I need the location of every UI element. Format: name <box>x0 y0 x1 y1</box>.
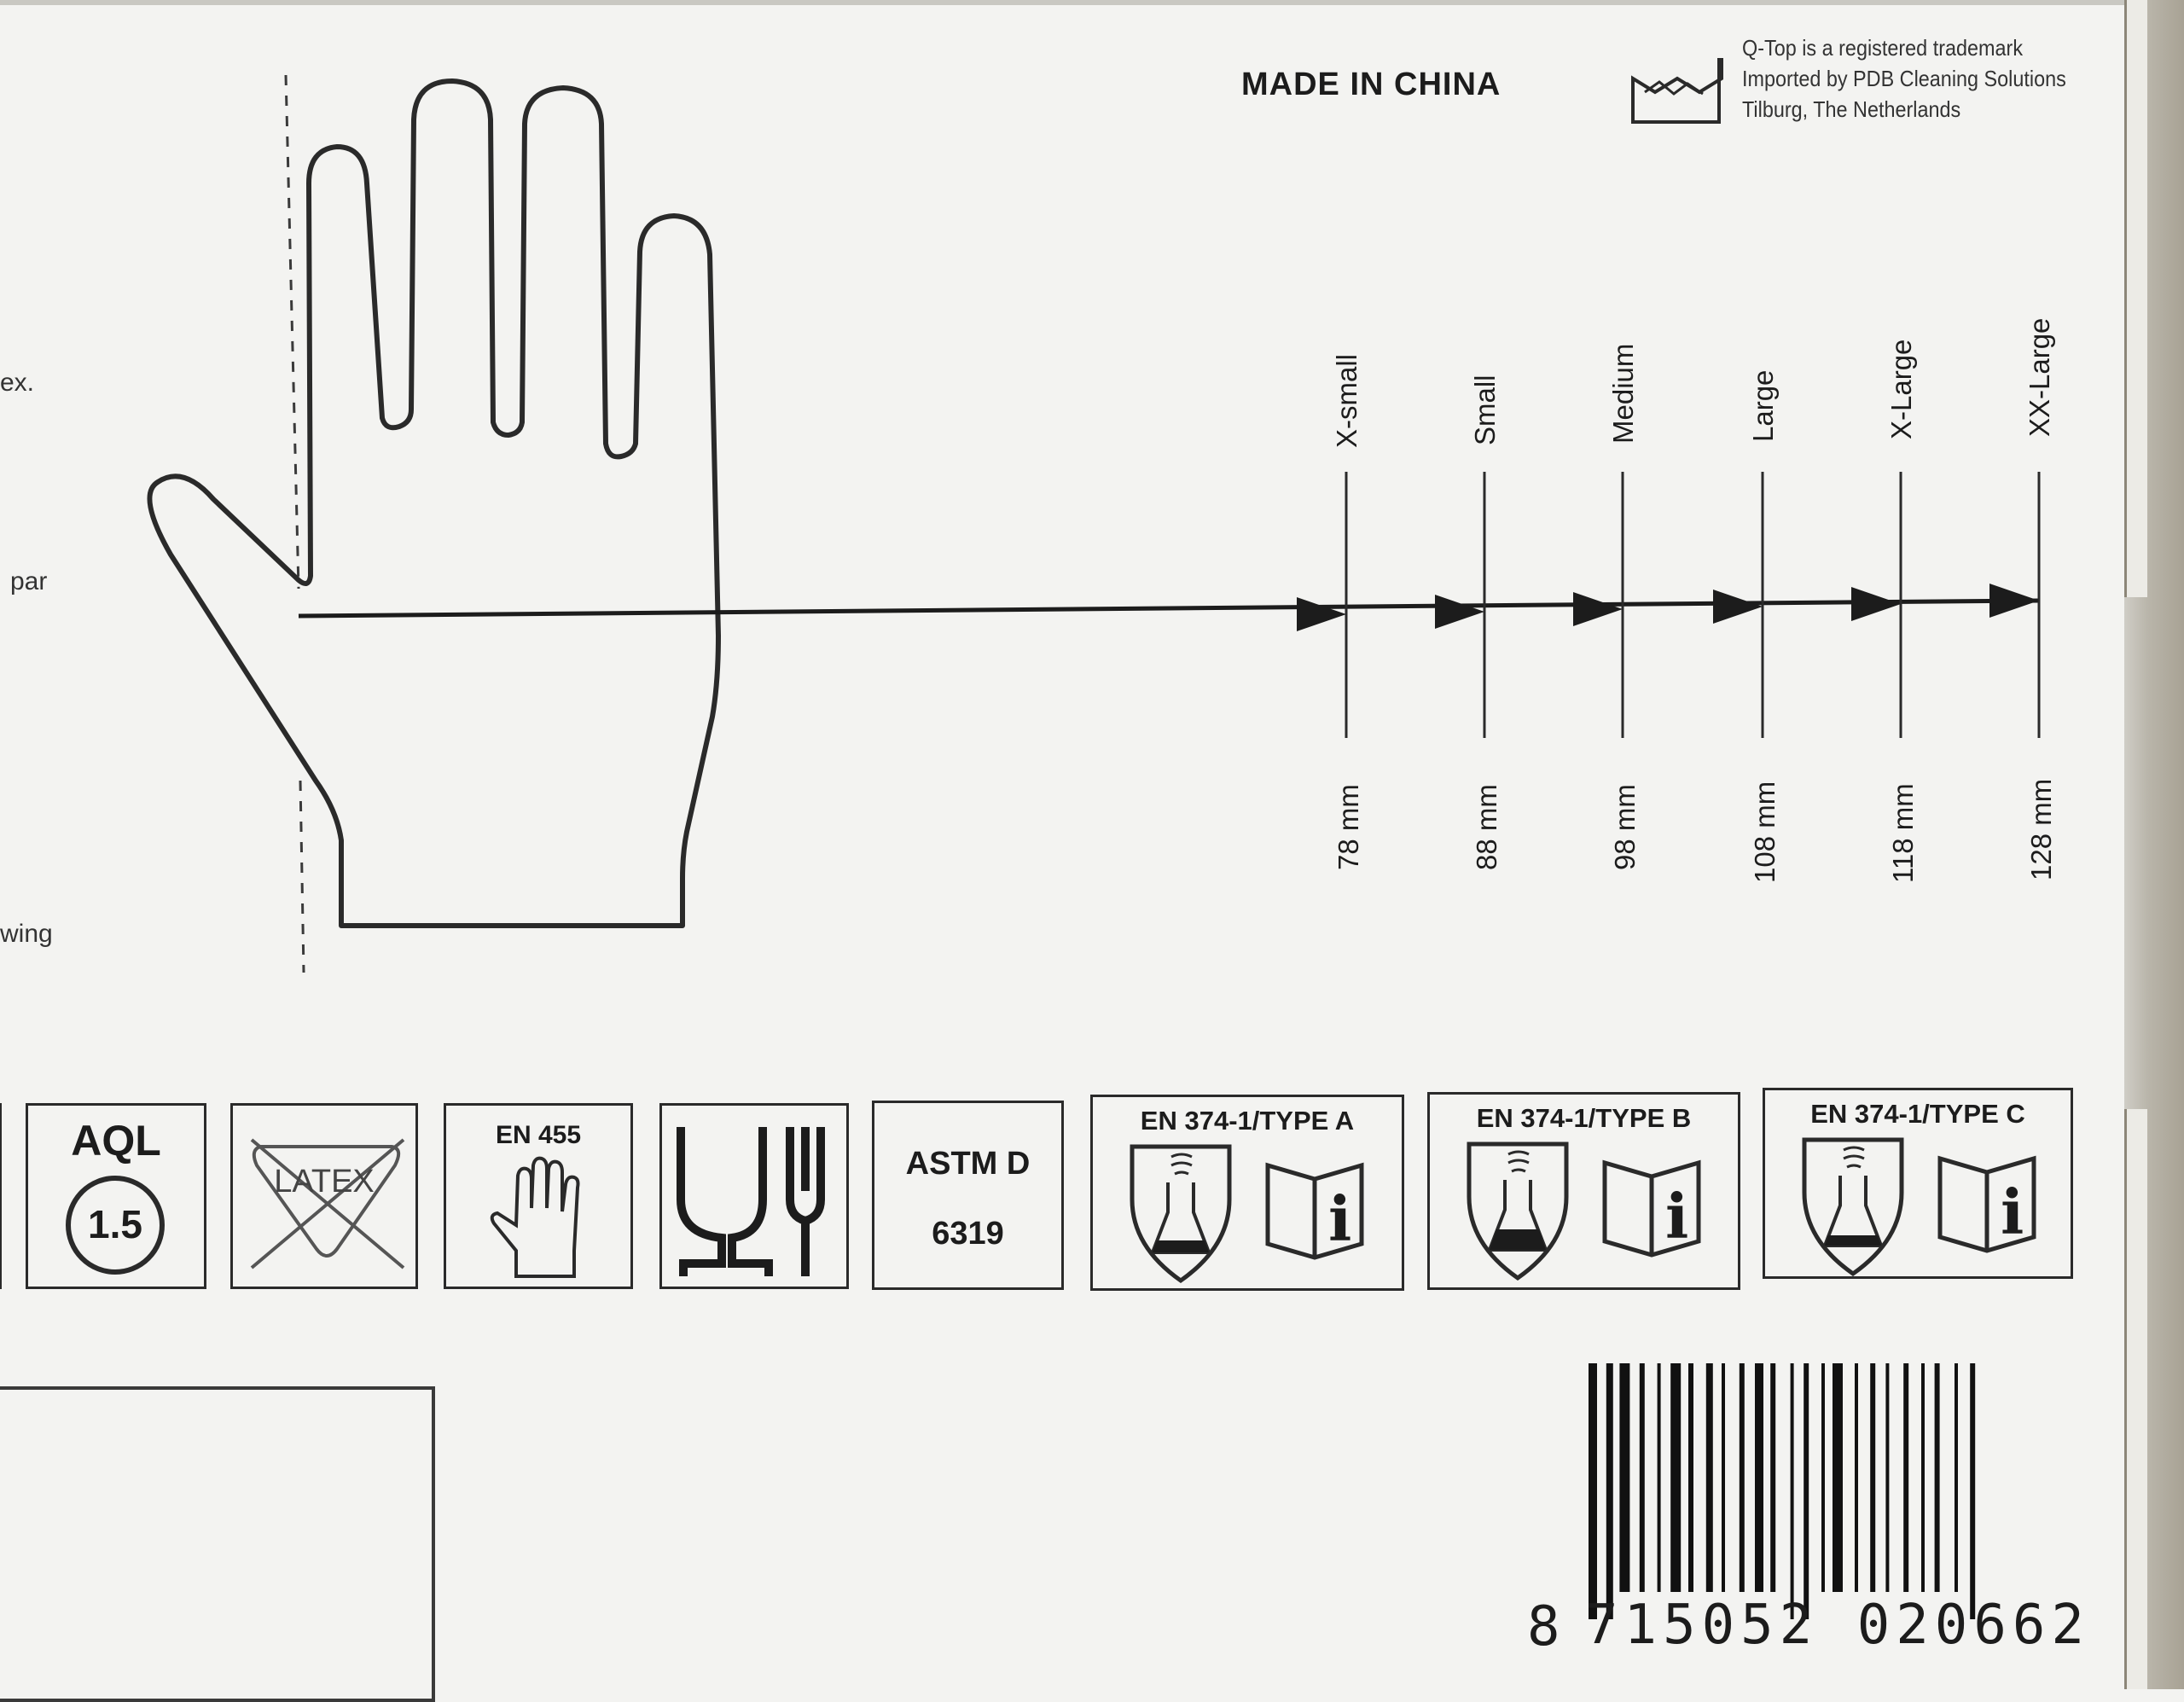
barcode-bar <box>1657 1363 1661 1592</box>
arrowhead-icon <box>1297 597 1346 631</box>
barcode-bar <box>1739 1363 1745 1592</box>
latex-free-icon <box>250 1138 405 1269</box>
importer-line: Imported by PDB Cleaning Solutions <box>1742 66 2066 91</box>
food-safe-badge <box>659 1103 849 1289</box>
barcode-bar <box>1921 1363 1925 1592</box>
arrowhead-icon <box>1989 584 2039 618</box>
size-measure-large: 108 mm <box>1749 781 1780 883</box>
astm-badge: ASTM D 6319 <box>872 1101 1064 1290</box>
astm-line1: ASTM D <box>905 1146 1031 1182</box>
measure-line <box>298 598 2040 619</box>
cut-icon-box <box>0 1103 2 1289</box>
size-measure-xxlarge: 128 mm <box>2025 778 2057 880</box>
barcode-bar <box>1606 1363 1613 1619</box>
astm-line2: 6319 <box>932 1216 1004 1252</box>
box-flap-upper <box>2124 0 2147 597</box>
barcode-bar <box>1970 1363 1976 1619</box>
barcode-bar <box>1688 1363 1693 1592</box>
chemical-shield-icon: i <box>1130 1144 1364 1284</box>
barcode-bar <box>1855 1363 1858 1592</box>
size-measure-medium: 98 mm <box>1609 784 1641 870</box>
aql-value: 1.5 <box>88 1202 142 1246</box>
aql-badge: AQL 1.5 <box>26 1103 206 1289</box>
barcode-bar <box>1770 1363 1776 1592</box>
barcode-bar <box>1804 1363 1809 1619</box>
guide-line-lower <box>299 780 305 973</box>
importer-info: Q-Top is a registered trademark Imported… <box>1742 32 2066 125</box>
glass-fork-icon <box>677 1127 825 1276</box>
size-ticks <box>1297 472 2041 738</box>
aql-circle-icon <box>66 1176 165 1275</box>
box-flap-lower <box>2124 1109 2147 1689</box>
en455-title: EN 455 <box>495 1121 582 1149</box>
size-label-xxlarge: XX-Large <box>2024 317 2055 437</box>
barcode-first-digit: 8 <box>1527 1595 1560 1658</box>
en374-type-c-badge: EN 374-1/TYPE C i <box>1763 1088 2073 1279</box>
type-c-title: EN 374-1/TYPE C <box>1810 1099 2025 1129</box>
barcode-bar <box>1589 1363 1597 1619</box>
made-in-label: MADE IN CHINA <box>1241 67 1502 102</box>
size-label-xsmall: X-small <box>1331 353 1362 448</box>
barcode-bar <box>1934 1363 1940 1592</box>
importer-line: Q-Top is a registered trademark <box>1742 35 2024 61</box>
en455-badge: EN 455 <box>444 1103 633 1289</box>
cut-text-1: ex. <box>0 369 35 397</box>
glove-hand-icon <box>490 1156 580 1278</box>
barcode-bar <box>1790 1363 1794 1619</box>
cut-text-2: par <box>10 567 48 595</box>
barcode-digits: 715052 020662 <box>1585 1594 2090 1657</box>
box-top-edge <box>0 0 2124 5</box>
svg-text:i: i <box>1665 1180 1688 1252</box>
svg-text:i: i <box>1328 1182 1351 1255</box>
barcode-bar <box>1619 1363 1630 1592</box>
barcode-bar <box>1870 1363 1876 1592</box>
barcode-bar <box>1755 1363 1763 1592</box>
size-label-medium: Medium <box>1607 343 1639 444</box>
barcode-bar <box>1821 1363 1825 1592</box>
barcode-bar <box>1722 1363 1725 1592</box>
barcode-bar <box>1833 1363 1843 1592</box>
svg-text:i: i <box>2001 1176 2024 1248</box>
barcode-bar <box>1885 1363 1890 1592</box>
type-a-title: EN 374-1/TYPE A <box>1140 1106 1355 1136</box>
latex-free-badge: LATEX <box>230 1103 418 1289</box>
aql-title: AQL <box>71 1117 161 1165</box>
barcode-bar <box>1955 1363 1958 1592</box>
cut-text-3: wing <box>0 920 53 948</box>
blank-label-area <box>0 1386 435 1702</box>
type-b-title: EN 374-1/TYPE B <box>1476 1103 1692 1133</box>
size-label-xlarge: X-Large <box>1885 339 1917 439</box>
en374-type-a-badge: EN 374-1/TYPE A i <box>1090 1095 1404 1291</box>
barcode-bar <box>1903 1363 1909 1592</box>
chemical-shield-icon: i <box>1467 1141 1701 1281</box>
barcode-bar <box>1705 1363 1713 1592</box>
size-label-large: Large <box>1747 369 1779 442</box>
importer-line: Tilburg, The Netherlands <box>1742 96 1961 122</box>
factory-icon <box>1631 58 1723 124</box>
guide-line-upper <box>284 74 300 590</box>
chemical-shield-icon: i <box>1802 1137 2036 1277</box>
arrowhead-icon <box>1851 587 1901 621</box>
size-measure-xsmall: 78 mm <box>1333 784 1364 870</box>
box-side-edge <box>2124 0 2184 1689</box>
arrowhead-icon <box>1435 595 1484 629</box>
arrowhead-icon <box>1713 590 1763 624</box>
barcode-bar <box>1639 1363 1645 1592</box>
size-label-small: Small <box>1469 375 1501 445</box>
size-measure-xlarge: 118 mm <box>1887 783 1919 883</box>
size-measure-small: 88 mm <box>1471 784 1502 870</box>
barcode-bar <box>1670 1363 1682 1592</box>
en374-type-b-badge: EN 374-1/TYPE B i <box>1427 1092 1740 1290</box>
latex-text: LATEX <box>274 1164 375 1200</box>
hand-outline-icon <box>147 78 721 928</box>
arrowhead-icon <box>1573 592 1623 626</box>
